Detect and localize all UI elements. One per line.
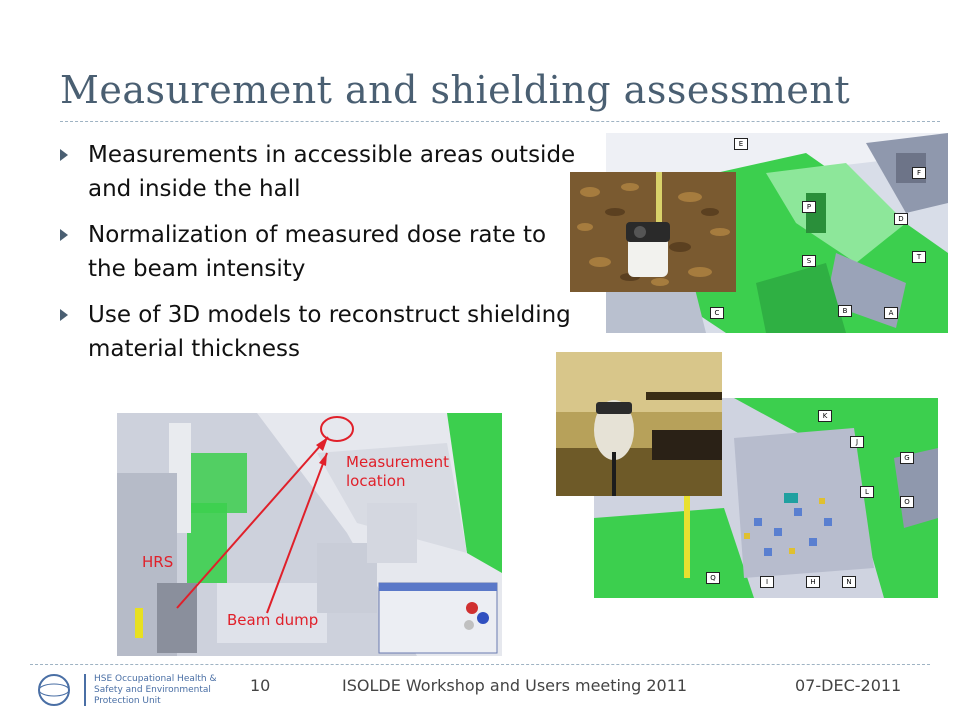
outdoor-measurement-photo (570, 172, 736, 292)
bullet-text: Measurements in accessible areas outside… (88, 142, 576, 202)
footer-divider (30, 664, 930, 665)
bullet-item: Normalization of measured dose rate to t… (58, 218, 578, 286)
map-tag: H (806, 576, 820, 588)
map-tag: S (802, 255, 816, 267)
outdoor-measurement-photo-graphic (570, 172, 736, 292)
map-tag: K (818, 410, 832, 422)
bullet-item: Measurements in accessible areas outside… (58, 138, 578, 206)
footer-logo: HSE Occupational Health & Safety and Env… (36, 670, 236, 710)
measurement-location-label: Measurement location (346, 453, 449, 490)
bullet-text: Use of 3D models to reconstruct shieldin… (88, 302, 571, 362)
map-tag: Q (706, 572, 720, 584)
map-tag: G (900, 452, 914, 464)
indoor-measurement-photo-graphic (556, 352, 722, 496)
map-tag: T (912, 251, 926, 263)
map-tag: I (760, 576, 774, 588)
triangle-bullet-icon (60, 149, 68, 161)
map-tag: L (860, 486, 874, 498)
map-tag: N (842, 576, 856, 588)
triangle-bullet-icon (60, 309, 68, 321)
map-tag: P (802, 201, 816, 213)
footer-event: ISOLDE Workshop and Users meeting 2011 (342, 676, 688, 695)
map-tag: F (912, 167, 926, 179)
hrs-3d-view-graphic (117, 413, 502, 656)
map-tag: C (710, 307, 724, 319)
indoor-measurement-photo (556, 352, 722, 496)
map-tag: O (900, 496, 914, 508)
map-tag: B (838, 305, 852, 317)
map-tag: D (894, 213, 908, 225)
footer-logo-text: HSE Occupational Health & Safety and Env… (94, 674, 217, 706)
map-tag: J (850, 436, 864, 448)
hall-3d-map-bottom: K J G L O Q I H N (594, 398, 938, 598)
bullet-list: Measurements in accessible areas outside… (58, 138, 578, 378)
cern-logo-icon (38, 674, 86, 706)
triangle-bullet-icon (60, 229, 68, 241)
hrs-label: HRS (142, 553, 174, 571)
footer-page-number: 10 (250, 676, 271, 695)
map-tag: E (734, 138, 748, 150)
slide-title: Measurement and shielding assessment (60, 68, 851, 112)
bullet-text: Normalization of measured dose rate to t… (88, 222, 547, 282)
title-divider (60, 121, 940, 122)
map-tag: A (884, 307, 898, 319)
footer-date: 07-DEC-2011 (795, 676, 902, 695)
hall-3d-map-bottom-graphic (594, 398, 938, 598)
bullet-item: Use of 3D models to reconstruct shieldin… (58, 298, 578, 366)
hrs-3d-view: Measurement location HRS Beam dump (117, 413, 502, 656)
beam-dump-label: Beam dump (227, 611, 319, 629)
